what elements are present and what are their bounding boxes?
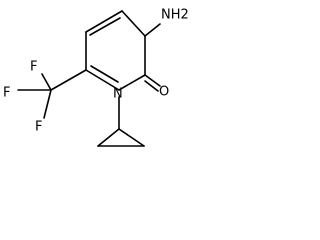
carbonyl-oxygen-label: O (159, 85, 169, 100)
bond-c2-o-double-a (144, 74, 161, 87)
bond-c6-n1 (118, 74, 146, 91)
pyridinone-ring (85, 10, 146, 91)
fluorine-bottom-label: F (35, 120, 42, 135)
bond-c2-o-double-b (144, 80, 159, 92)
bond-c6-c6-inner (90, 65, 119, 83)
atom-labels: NH2 O N F F F (3, 8, 189, 135)
amine-label: NH2 (161, 8, 189, 23)
cyclopropyl-ring (97, 128, 145, 147)
bond-cp-1 (97, 128, 120, 147)
substituent-bonds (17, 23, 161, 130)
fluorine-top-label: F (30, 60, 37, 75)
bond-c2-c3 (121, 10, 146, 37)
bond-cf3-f-bottom (43, 89, 52, 119)
bond-c5-c6 (85, 69, 120, 91)
bond-cp-3 (118, 128, 145, 147)
bond-c3-c4-inner (89, 17, 121, 36)
ring-nitrogen-label: N (113, 87, 123, 102)
molecule-structure: NH2 O N F F F (3, 8, 189, 147)
bond-c3-nh2 (144, 23, 161, 37)
fluorine-left-label: F (3, 86, 10, 101)
bond-cf3-f-top (41, 73, 52, 91)
bond-c6-cf3 (50, 69, 87, 91)
bond-c3-c4 (85, 10, 123, 33)
